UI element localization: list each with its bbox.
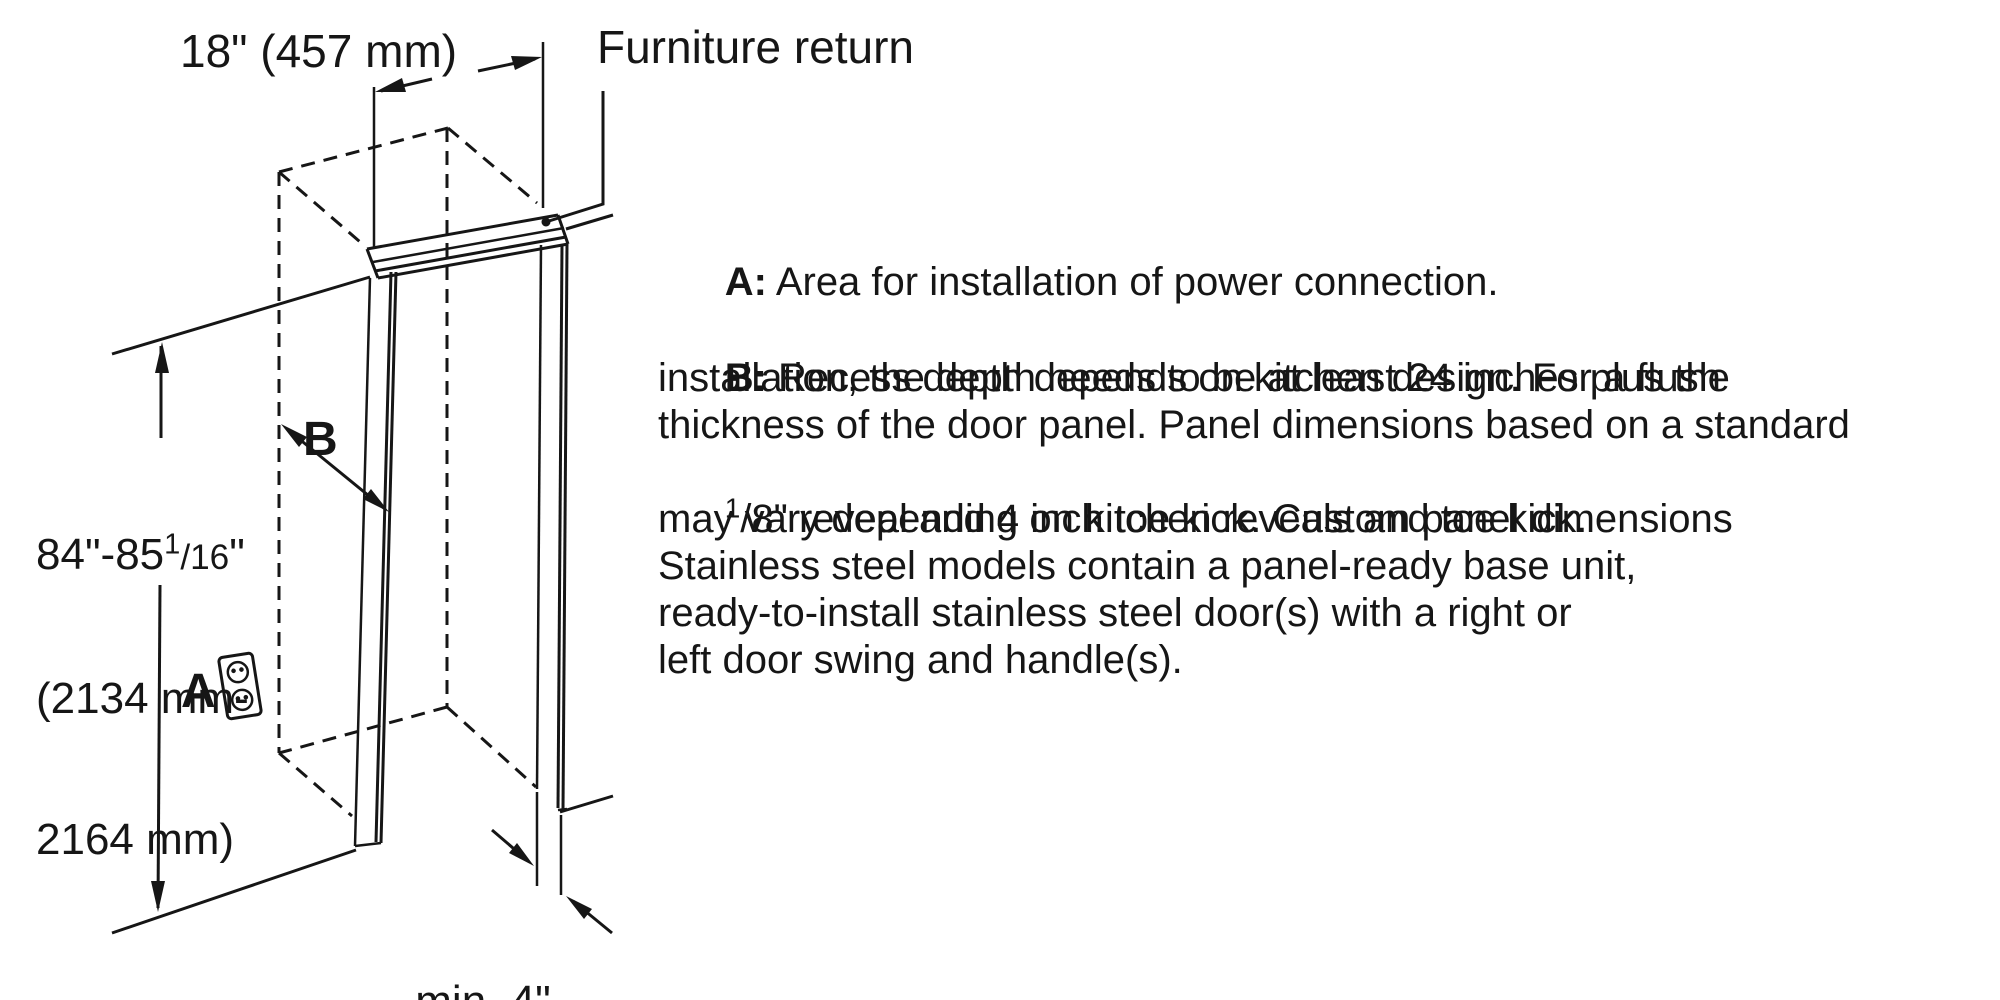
height-dimension-label: 84"-851/16" (2134 mm- 2164 mm) — [36, 437, 249, 957]
note-a-prefix: A: — [724, 260, 767, 304]
height-dimension-line2: (2134 mm- — [36, 674, 249, 723]
point-b-label: B — [303, 413, 338, 466]
toekick-dimension-line1: min. 4" — [368, 978, 598, 1000]
height-dimension-line3: 2164 mm) — [36, 815, 235, 864]
power-outlet-icon — [217, 651, 263, 721]
recess-dashed-outline — [277, 126, 538, 818]
note-b-line7: ready-to-install stainless steel door(s)… — [658, 591, 1572, 635]
note-b-line2: installation, the depth needs to be at l… — [658, 356, 1730, 400]
note-a: A: Area for installation of power connec… — [658, 212, 1499, 353]
front-frame — [353, 213, 570, 848]
toekick-dimension-line — [491, 792, 613, 935]
furniture-return-pointer — [541, 91, 605, 227]
note-b-line1: B: Recess depth depends on kitchen desig… — [724, 356, 1721, 400]
note-b-line8: left door swing and handle(s). — [658, 638, 1183, 682]
height-dimension-line — [151, 342, 169, 912]
wall-line — [111, 213, 614, 356]
width-dimension-line — [372, 42, 545, 248]
note-a-text: Area for installation of power connectio… — [766, 260, 1499, 304]
note-b-line4: 1/8" reveal and 4 inch toe kick. Custom … — [724, 492, 1733, 541]
toekick-dimension-label: min. 4" (102 mm) — [368, 884, 598, 1000]
note-b-line3: thickness of the door panel. Panel dimen… — [658, 403, 1850, 447]
height-dimension-line1: 84"-851/16" — [36, 528, 245, 579]
niche-line-drawing — [111, 42, 614, 935]
note-b-line5: may vary depending on kitchen reveals an… — [658, 497, 1588, 541]
furniture-return-label: Furniture return — [597, 21, 915, 73]
width-dimension-label: 18" (457 mm) — [180, 25, 458, 77]
point-a-label: A — [181, 665, 216, 718]
floor-line — [111, 794, 614, 935]
note-b-prefix: B: — [724, 356, 767, 400]
note-b-line6: Stainless steel models contain a panel-r… — [658, 544, 1637, 588]
b-depth-arrow — [281, 424, 389, 512]
